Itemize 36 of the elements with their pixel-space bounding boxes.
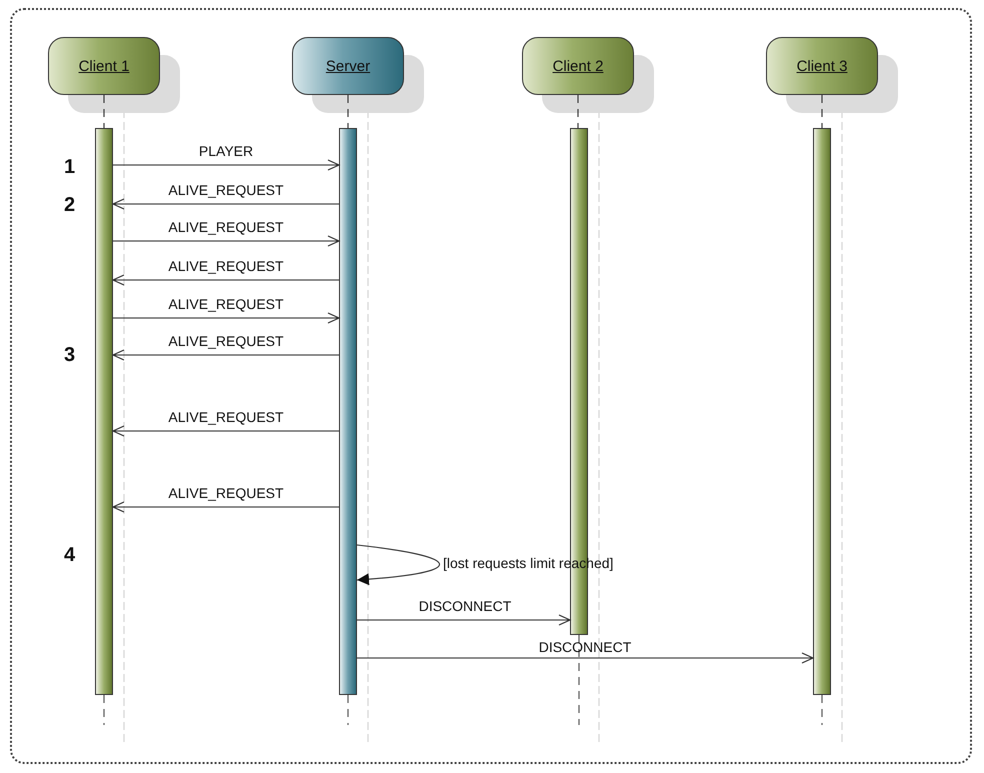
- lifeline: [821, 95, 823, 128]
- message-arrow: [112, 349, 339, 361]
- message-arrow: [357, 614, 571, 626]
- lifeline-header: Client 1: [48, 37, 160, 95]
- message-label: PLAYER: [198, 143, 254, 159]
- lifeline-header: Client 2: [522, 37, 634, 95]
- lifeline-header: Client 3: [766, 37, 878, 95]
- message-label: ALIVE_REQUEST: [168, 333, 284, 349]
- step-number: 3: [64, 344, 76, 367]
- step-number: 1: [64, 156, 76, 179]
- message-arrow: [113, 159, 340, 171]
- message-arrow: [357, 652, 814, 664]
- step-number: 4: [64, 544, 76, 567]
- message-arrow: [113, 235, 340, 247]
- message-label: DISCONNECT: [538, 639, 632, 655]
- lifeline: [347, 95, 349, 128]
- message-label: DISCONNECT: [418, 598, 512, 614]
- message-label: ALIVE_REQUEST: [168, 296, 284, 312]
- activation-bar: [813, 128, 831, 695]
- message-arrow: [112, 274, 339, 286]
- lifeline-header: Server: [292, 37, 404, 95]
- self-message-arrow: [356, 544, 440, 586]
- message-arrow: [112, 501, 339, 513]
- message-label: ALIVE_REQUEST: [168, 485, 284, 501]
- step-number: 2: [64, 194, 76, 217]
- message-label: ALIVE_REQUEST: [168, 258, 284, 274]
- lifeline: [577, 95, 579, 128]
- message-arrow: [112, 425, 339, 437]
- message-arrow: [112, 198, 339, 210]
- message-label: ALIVE_REQUEST: [168, 182, 284, 198]
- message-label: ALIVE_REQUEST: [168, 409, 284, 425]
- activation-bar: [339, 128, 357, 695]
- message-label: ALIVE_REQUEST: [168, 219, 284, 235]
- message-arrow: [113, 312, 340, 324]
- activation-bar: [95, 128, 113, 695]
- lifeline: [103, 95, 105, 128]
